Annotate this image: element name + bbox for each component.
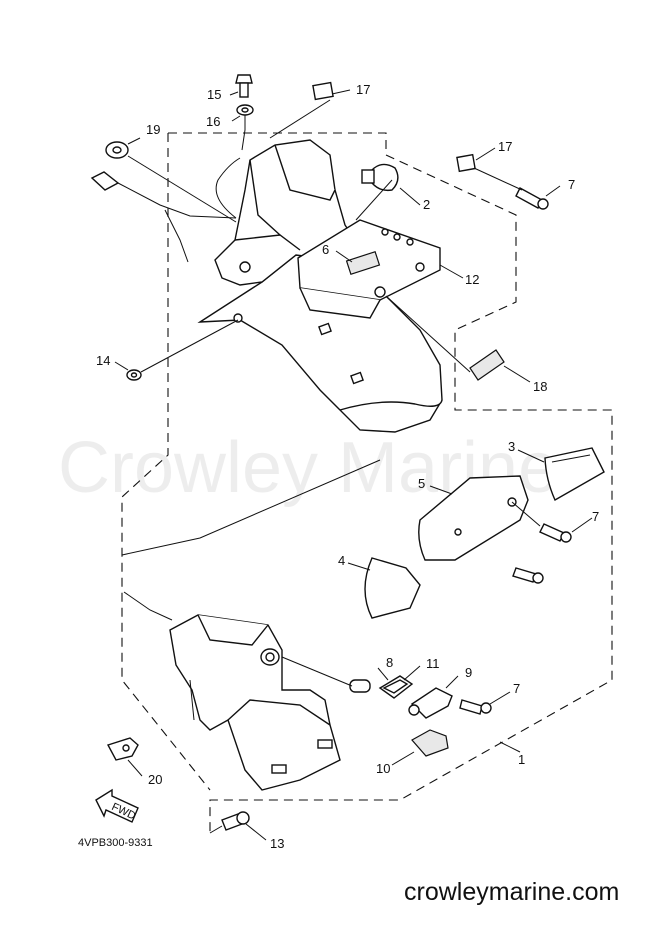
callout-17-right: 17 <box>498 139 512 154</box>
license-light-wire <box>123 591 173 621</box>
callout-18: 18 <box>533 379 547 394</box>
callout-4: 4 <box>338 553 345 568</box>
u-nut-top[interactable] <box>312 81 334 101</box>
license-bulb[interactable] <box>349 679 371 693</box>
callout-6: 6 <box>322 242 329 257</box>
callout-12: 12 <box>465 272 479 287</box>
flange-bolt-bottom[interactable] <box>221 811 250 831</box>
footer-site-text: crowleymarine.com <box>404 878 619 906</box>
callout-14: 14 <box>96 353 110 368</box>
callout-3: 3 <box>508 439 515 454</box>
license-plate-bracket[interactable] <box>169 614 341 791</box>
callout-11: 11 <box>426 656 440 671</box>
washer-top[interactable] <box>236 104 254 116</box>
screw-mid[interactable] <box>539 523 572 543</box>
tail-bulb[interactable] <box>361 163 399 192</box>
tail-lens-side-right[interactable] <box>544 447 605 501</box>
rear-reflector[interactable] <box>469 349 505 381</box>
callout-17-top: 17 <box>356 82 370 97</box>
u-nut-right[interactable] <box>456 153 476 173</box>
callout-2: 2 <box>423 197 430 212</box>
callout-16: 16 <box>206 114 220 129</box>
tail-lamp-assy[interactable] <box>418 475 529 561</box>
fender-label-plate[interactable] <box>345 250 381 276</box>
callout-1: 1 <box>518 752 525 767</box>
left-group-outline <box>121 133 211 791</box>
fwd-label: FWD <box>110 801 138 822</box>
flange-bolt-top[interactable] <box>235 74 253 98</box>
callout-19: 19 <box>146 122 160 137</box>
callout-7-mid: 7 <box>592 509 599 524</box>
screw-upper[interactable] <box>515 187 549 210</box>
wire-clamp[interactable] <box>106 737 139 761</box>
callout-10: 10 <box>376 761 390 776</box>
fwd-arrow-icon: FWD <box>95 788 139 823</box>
callout-7-upper: 7 <box>568 177 575 192</box>
washer-left[interactable] <box>126 369 142 381</box>
callout-15: 15 <box>207 87 221 102</box>
upper-group-outline <box>168 132 613 833</box>
callout-5: 5 <box>418 476 425 491</box>
callout-9: 9 <box>465 665 472 680</box>
tail-lens-side-left[interactable] <box>364 557 421 619</box>
diagram-code: 4VPB300-9331 <box>78 837 153 849</box>
leader-lines <box>114 89 593 841</box>
callout-7-lower: 7 <box>513 681 520 696</box>
callout-8: 8 <box>386 655 393 670</box>
screw-lower[interactable] <box>459 699 492 715</box>
license-light-gasket[interactable] <box>378 675 414 699</box>
grommet[interactable] <box>105 141 129 159</box>
callout-20: 20 <box>148 772 162 787</box>
license-light-socket[interactable] <box>408 687 453 719</box>
screw-lamp-bottom[interactable] <box>512 567 544 584</box>
license-light-harness <box>90 157 241 263</box>
callout-13: 13 <box>270 836 284 851</box>
license-light-lens[interactable] <box>411 729 449 757</box>
